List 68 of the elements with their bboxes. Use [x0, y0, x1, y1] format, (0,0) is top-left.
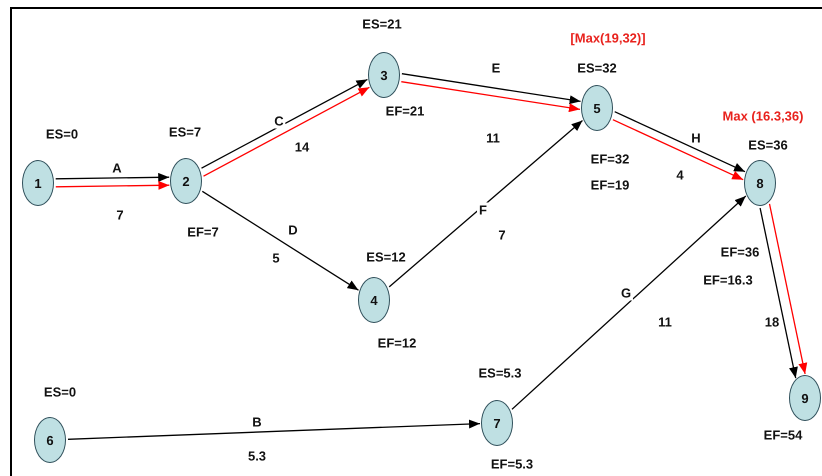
- time-label: ES=36: [748, 138, 788, 152]
- time-label: ES=21: [362, 16, 402, 32]
- duration-label: 5: [272, 250, 280, 266]
- time-label: EF=36: [720, 244, 760, 260]
- duration-label: 18: [764, 314, 780, 330]
- max-note: Max (16.3,36): [722, 108, 804, 124]
- arrow: [56, 180, 170, 190]
- time-label: ES=12: [366, 250, 406, 264]
- arrow: [68, 420, 480, 440]
- duration-label: 5.3: [248, 448, 266, 464]
- duration-label: 7: [116, 208, 124, 222]
- arrow: [401, 81, 580, 112]
- node-number: 1: [34, 176, 42, 190]
- edge-label: F: [477, 202, 489, 218]
- node-number: 3: [380, 68, 388, 82]
- node-number: 5: [593, 100, 601, 116]
- time-label: EF=16.3: [703, 272, 753, 288]
- edge-label: B: [250, 414, 264, 430]
- time-label: ES=5.3: [478, 366, 522, 380]
- time-label: ES=32: [577, 60, 617, 76]
- arrow: [614, 111, 746, 172]
- time-label: EF=7: [187, 224, 219, 240]
- event-node: [358, 277, 390, 323]
- edge-label: H: [689, 130, 703, 146]
- duration-label: 14: [294, 140, 310, 154]
- duration-label: 11: [486, 130, 500, 146]
- time-label: EF=32: [590, 152, 630, 166]
- event-node: [22, 160, 54, 206]
- node-number: 8: [756, 176, 764, 190]
- event-node: [789, 375, 821, 421]
- duration-label: 4: [676, 168, 684, 182]
- time-label: ES=0: [44, 384, 76, 400]
- arrow: [612, 119, 744, 180]
- edge-label: A: [110, 160, 124, 176]
- arrow: [202, 190, 359, 291]
- arrow: [203, 86, 370, 177]
- arrow: [512, 196, 746, 410]
- event-node: [744, 160, 776, 206]
- duration-label: 11: [658, 314, 672, 330]
- edge-label: D: [286, 222, 300, 238]
- time-label: EF=5.3: [490, 456, 534, 472]
- time-label: EF=12: [378, 336, 416, 350]
- node-number: 6: [46, 432, 54, 448]
- time-label: ES=0: [46, 126, 78, 142]
- event-node: [481, 400, 513, 446]
- arrow: [56, 172, 170, 182]
- edge-label: C: [272, 114, 286, 128]
- time-label: EF=54: [764, 428, 802, 442]
- node-number: 7: [493, 416, 501, 430]
- edge-label: G: [618, 286, 634, 300]
- arrow: [388, 120, 583, 288]
- node-number: 2: [182, 174, 190, 188]
- arrow: [759, 208, 798, 378]
- arrow: [402, 73, 581, 104]
- time-label: EF=19: [590, 178, 630, 192]
- duration-label: 7: [498, 228, 506, 242]
- event-node: [581, 85, 613, 131]
- node-number: 4: [370, 292, 378, 308]
- edge-label: E: [490, 60, 502, 76]
- event-node: [368, 52, 400, 98]
- max-note: [Max(19,32)]: [570, 30, 646, 46]
- arrow: [768, 204, 808, 374]
- event-node: [170, 158, 202, 204]
- event-node: [34, 417, 66, 463]
- time-label: EF=21: [386, 104, 424, 118]
- arrow: [201, 78, 368, 169]
- node-number: 9: [801, 390, 809, 406]
- time-label: ES=7: [168, 124, 202, 140]
